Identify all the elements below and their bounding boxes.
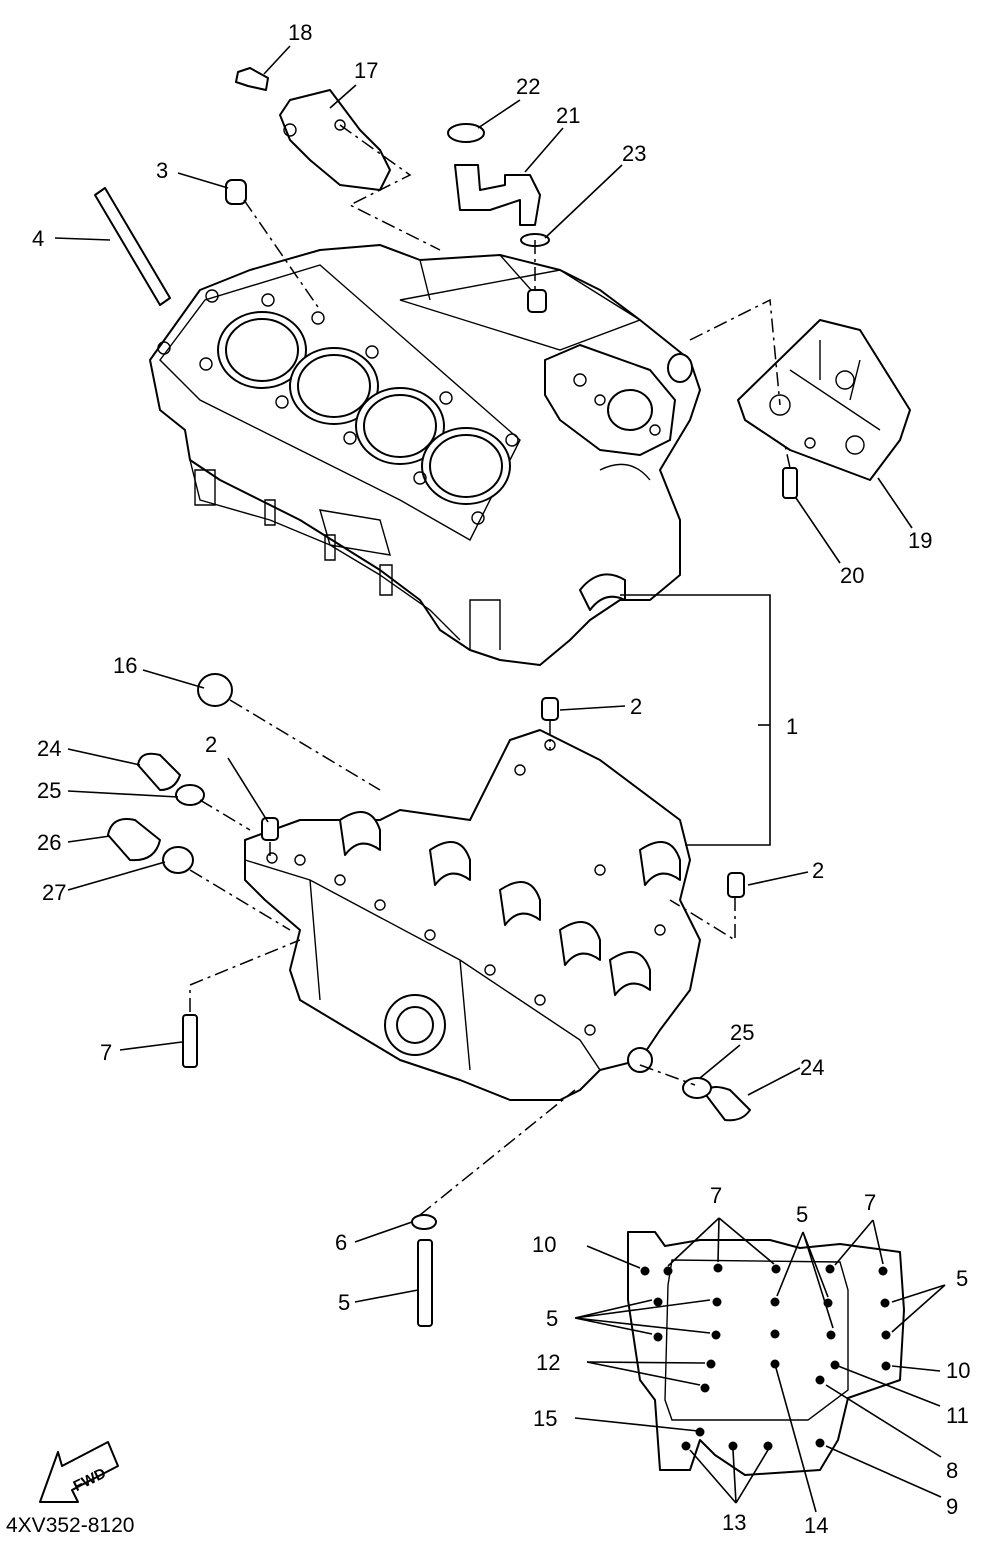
callout-24-b: 24 <box>800 1055 824 1080</box>
callout-7-a: 7 <box>100 1040 112 1065</box>
callout-24-a: 24 <box>37 736 61 761</box>
callout-8: 8 <box>946 1458 958 1483</box>
callout-26: 26 <box>37 830 61 855</box>
part-18-bolt <box>235 67 269 91</box>
part-24-plug-b <box>705 1085 751 1122</box>
callout-2-a: 2 <box>630 694 642 719</box>
callout-25-a: 25 <box>37 778 61 803</box>
crankcase-bottom-view <box>574 1217 946 1513</box>
callout-2-b: 2 <box>205 732 217 757</box>
callout-27: 27 <box>42 880 66 905</box>
part-19-plate <box>737 319 911 481</box>
part-16-plug <box>197 673 233 707</box>
callout-9: 9 <box>946 1494 958 1519</box>
part-27-oring <box>162 846 194 874</box>
callout-leaders <box>54 45 913 1303</box>
callout-10-a: 10 <box>532 1232 556 1257</box>
part-26-plug <box>107 818 161 862</box>
callout-23: 23 <box>622 141 646 166</box>
callout-16: 16 <box>113 653 137 678</box>
part-25-oring-a <box>175 784 205 806</box>
callout-numbers: 18 17 22 21 23 3 4 19 20 1 16 2 2 2 24 2… <box>32 20 970 1538</box>
diagram-code: 4XV352-8120 <box>6 1514 135 1537</box>
bolt-pattern <box>640 1263 891 1451</box>
part-25-oring-b <box>682 1077 712 1099</box>
callout-15: 15 <box>533 1406 557 1431</box>
part-22-clamp <box>447 123 485 143</box>
callout-5-c: 5 <box>956 1266 968 1291</box>
part-3-dowel <box>225 179 247 205</box>
callout-7-c: 7 <box>864 1190 876 1215</box>
lower-crankcase <box>244 729 701 1101</box>
part-5-bolt <box>417 1239 433 1327</box>
callout-22: 22 <box>516 74 540 99</box>
callout-5-b: 5 <box>796 1202 808 1227</box>
part-2-dowel-b <box>261 817 279 841</box>
small-parts <box>94 67 911 1327</box>
callout-12: 12 <box>536 1350 560 1375</box>
callout-5-d: 5 <box>546 1306 558 1331</box>
part-2-dowel-c <box>727 872 745 898</box>
callout-13: 13 <box>722 1510 746 1535</box>
callout-11: 11 <box>946 1403 969 1428</box>
callout-25-b: 25 <box>730 1020 754 1045</box>
assembly-lines <box>189 124 791 1216</box>
callout-18: 18 <box>288 20 312 45</box>
callout-21: 21 <box>556 103 580 128</box>
part-20-screw <box>782 467 798 499</box>
callout-17: 17 <box>354 58 378 83</box>
callout-2-c: 2 <box>812 858 824 883</box>
part-2-dowel-a <box>541 697 559 721</box>
callout-6: 6 <box>335 1230 347 1255</box>
callout-20: 20 <box>840 563 864 588</box>
upper-crankcase <box>149 244 701 666</box>
callout-10-b: 10 <box>946 1358 970 1383</box>
callout-1: 1 <box>786 714 798 739</box>
fwd-arrow-icon: FWD <box>39 1441 119 1503</box>
callout-4: 4 <box>32 226 44 251</box>
part-4-stud <box>94 187 171 306</box>
callout-5-a: 5 <box>338 1290 350 1315</box>
callout-7-b: 7 <box>710 1183 722 1208</box>
callout-19: 19 <box>908 528 932 553</box>
part-17-cover <box>279 89 391 191</box>
part-6-washer <box>411 1214 437 1230</box>
part-7-bolt <box>182 1014 198 1068</box>
callout-3: 3 <box>156 158 168 183</box>
callout-14: 14 <box>804 1513 828 1538</box>
part-24-plug-a <box>137 752 181 791</box>
part-21-hose <box>454 164 541 226</box>
